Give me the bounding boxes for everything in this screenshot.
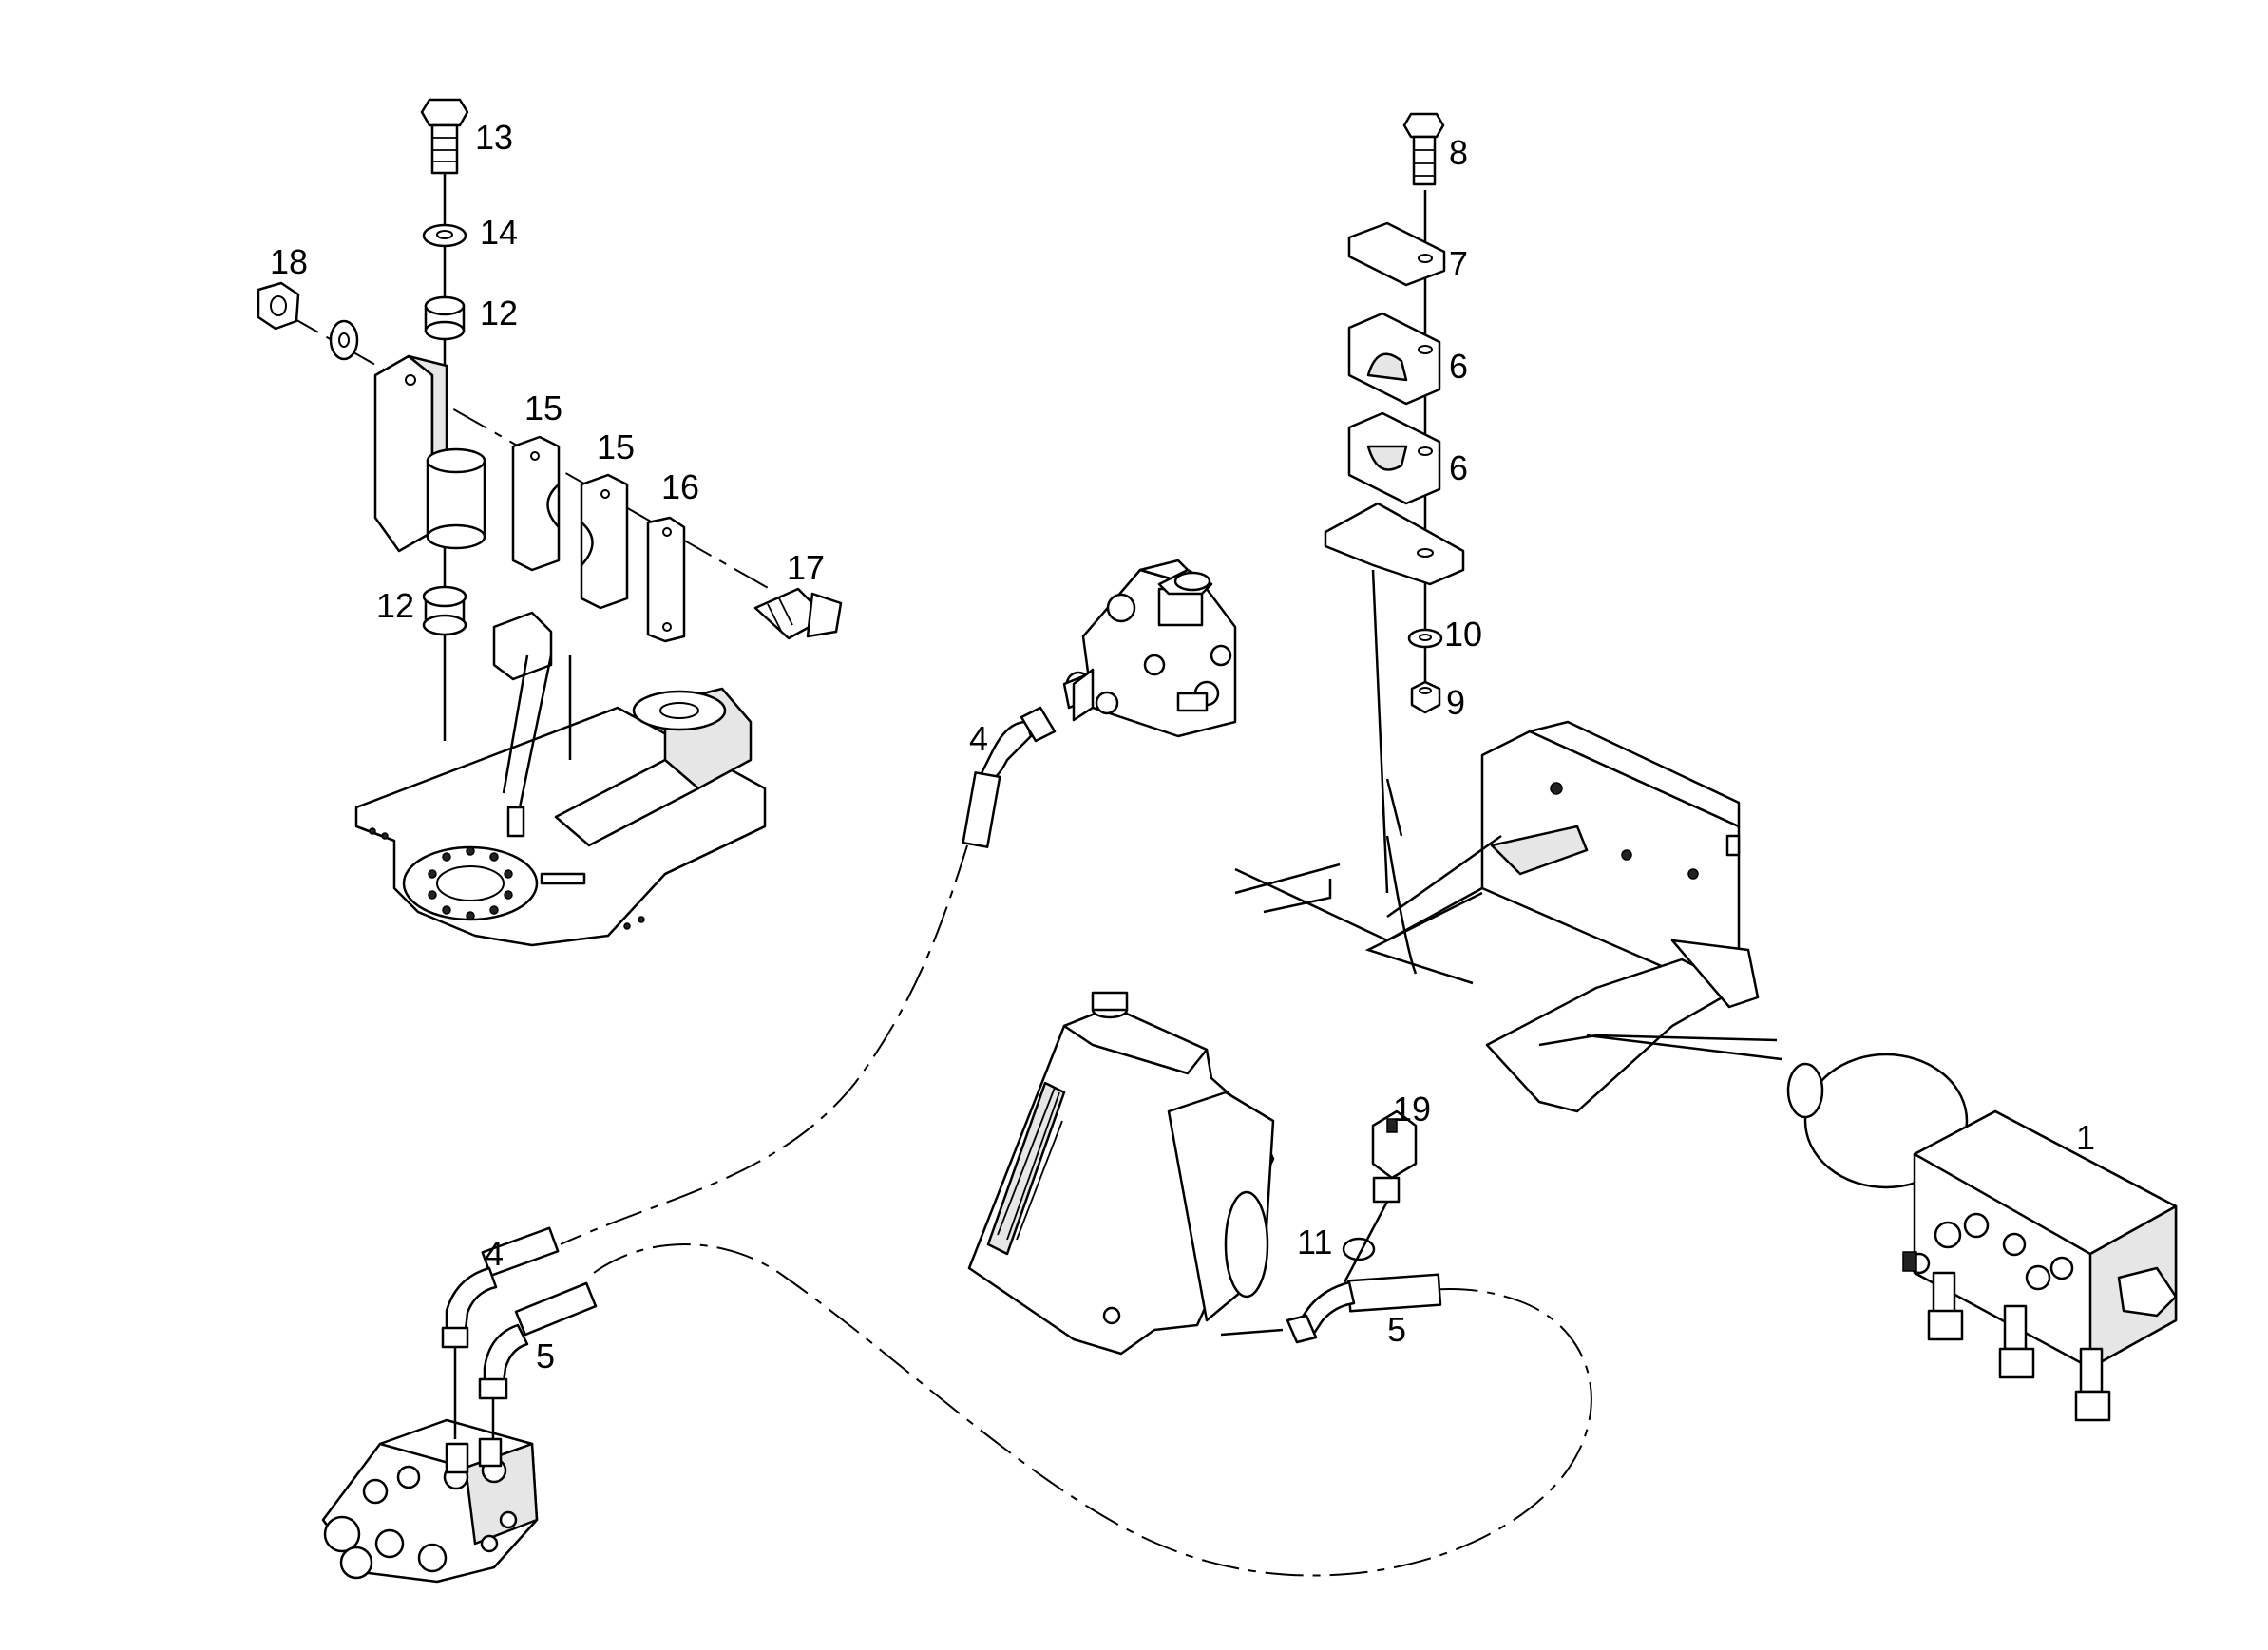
callout-5-lower: 5 xyxy=(536,1337,555,1375)
hose-5-right xyxy=(1286,1273,1442,1344)
hose-5-lower xyxy=(478,1281,598,1400)
frame-bracket-assembly xyxy=(257,98,843,947)
chassis-rear-section xyxy=(1234,720,1778,1113)
hose-4-upper xyxy=(962,706,1057,848)
callout-18: 18 xyxy=(270,242,308,281)
callout-15-b: 15 xyxy=(597,427,635,466)
pressure-sensor-19 xyxy=(1371,1109,1418,1204)
callout-6-a: 6 xyxy=(1449,347,1468,386)
directional-valve xyxy=(1062,559,1237,738)
support-plate xyxy=(1324,502,1465,586)
bushing-12-upper xyxy=(424,295,466,341)
callout-12-lower: 12 xyxy=(376,586,414,625)
callout-16: 16 xyxy=(661,467,699,506)
callout-15-a: 15 xyxy=(524,389,562,427)
clamp-half-15b xyxy=(580,473,629,610)
bolt-8 xyxy=(1402,112,1445,186)
valve-block-1 xyxy=(1786,1053,2178,1422)
callout-11: 11 xyxy=(1297,1223,1332,1261)
washer-11 xyxy=(1342,1237,1376,1261)
callout-5-right: 5 xyxy=(1387,1310,1406,1349)
plate-16 xyxy=(646,516,686,643)
chassis-frame xyxy=(354,611,767,947)
pipe-clamp-assembly xyxy=(1324,112,1465,894)
nut-18 xyxy=(257,281,300,331)
bolt-17 xyxy=(753,587,843,640)
callout-12-upper: 12 xyxy=(480,294,518,332)
clamp-half-6a xyxy=(1347,312,1441,406)
callout-4-lower: 4 xyxy=(485,1234,504,1273)
callout-13: 13 xyxy=(475,118,513,157)
mounting-bracket xyxy=(373,354,486,553)
callout-6-b: 6 xyxy=(1449,448,1468,487)
radiator xyxy=(967,991,1284,1356)
callout-7: 7 xyxy=(1449,244,1468,283)
callout-8: 8 xyxy=(1449,133,1468,172)
bushing-12-lower xyxy=(422,585,467,636)
hose-4-lower xyxy=(441,1226,560,1349)
clamp-half-6b xyxy=(1347,411,1441,505)
callout-1: 1 xyxy=(2076,1118,2095,1157)
callout-labels: 13 14 12 18 15 15 16 17 12 8 7 6 6 10 9 … xyxy=(270,118,2095,1375)
nut-9 xyxy=(1410,680,1441,714)
callout-9: 9 xyxy=(1446,683,1465,722)
callout-19: 19 xyxy=(1393,1090,1431,1128)
bolt-13 xyxy=(420,98,469,175)
callout-4-upper: 4 xyxy=(969,719,988,758)
clamp-half-15a xyxy=(511,435,561,572)
callout-10: 10 xyxy=(1444,615,1482,654)
plate-7 xyxy=(1347,221,1446,287)
callout-17: 17 xyxy=(787,548,825,587)
callout-14: 14 xyxy=(480,213,518,252)
control-valve xyxy=(321,1418,539,1584)
